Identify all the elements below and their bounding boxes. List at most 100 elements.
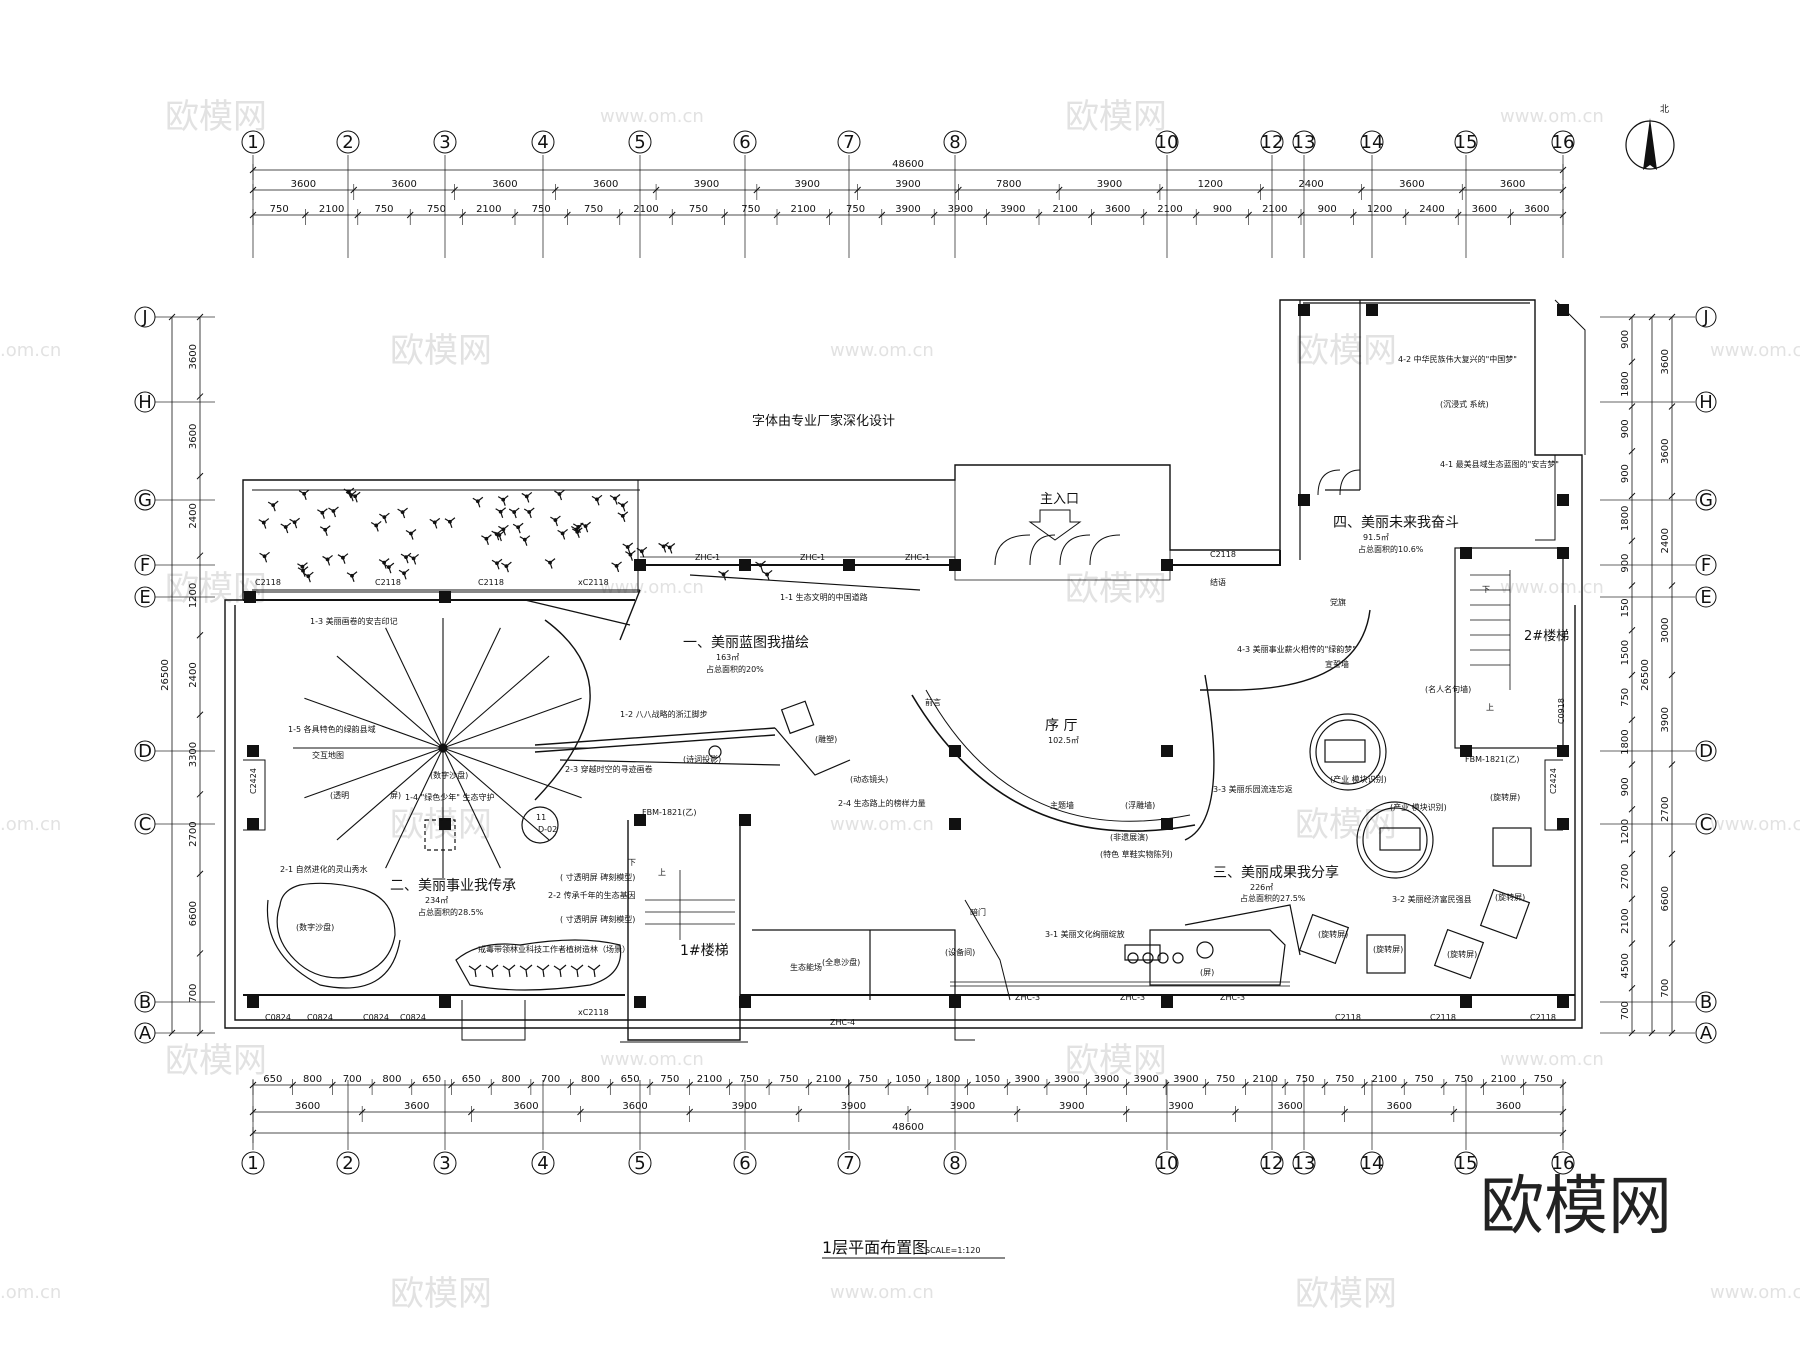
room3-name: 三、美丽成果我分享	[1213, 864, 1339, 881]
code-zhc3: ZHC-3	[1220, 993, 1245, 1002]
dim-right-b: 2700	[1620, 864, 1631, 889]
dim-left: 2700	[188, 821, 199, 846]
axis-bubble-10: 10	[1155, 130, 1179, 154]
dim-top-row1: 7800	[996, 179, 1021, 190]
column	[247, 818, 259, 830]
dim-top-row2: 3900	[1000, 204, 1025, 215]
column	[1557, 547, 1569, 559]
dim-bottom-row1: 700	[343, 1074, 362, 1085]
dim-top-row2: 1200	[1367, 204, 1392, 215]
axis-label: J	[141, 307, 147, 328]
label-screen-3: (屏)	[1200, 968, 1214, 977]
label-preface: 前言	[925, 697, 941, 707]
axis-bubble-F: F	[1695, 554, 1717, 576]
axis-bubble-13: 13	[1292, 1151, 1316, 1175]
axis-label: 16	[1552, 1153, 1575, 1174]
dim-bottom-row1: 800	[303, 1074, 322, 1085]
column	[1161, 818, 1173, 830]
label-rotating-e: (旋转屏)	[1447, 949, 1477, 959]
plant-mark	[587, 964, 601, 978]
dim-top-row1: 3900	[895, 179, 920, 190]
plant-mark	[491, 529, 503, 541]
label-detail-num: 11	[536, 813, 546, 822]
code-c0918: C0918	[1557, 698, 1566, 724]
axis-bubble-D: D	[1695, 740, 1717, 762]
label-4-1: 4-1 最美县域生态蓝图的"安吉梦"	[1440, 459, 1559, 469]
label-3-1: 3-1 美丽文化绚丽绽放	[1045, 929, 1125, 939]
label-dynamic-lens: (动态镜头)	[850, 774, 888, 784]
watermark: www.om.cn	[600, 577, 704, 598]
dim-bottom-row1: 650	[263, 1074, 282, 1085]
dim-bottom-row2: 3600	[513, 1101, 538, 1112]
axis-label: 8	[949, 132, 960, 153]
plant-mark	[379, 512, 390, 524]
column	[247, 996, 259, 1008]
label-party-flag: 党旗	[1330, 597, 1346, 607]
label-interactive-map: 交互地图	[312, 750, 344, 760]
drawing-title: 1层平面布置图 SCALE=1:120	[822, 1238, 1005, 1259]
plant-mark	[258, 518, 270, 529]
dim-right-b: 900	[1620, 330, 1631, 349]
entrance-doors	[994, 469, 1361, 566]
axis-bubble-4: 4	[531, 130, 555, 154]
axis-label: B	[1700, 992, 1712, 1013]
dim-right-a: 3000	[1660, 618, 1671, 643]
exhibit-labels: 1-1 生态文明的中国道路 1-2 八八战略的浙江脚步 1-3 美丽画卷的安吉印…	[280, 354, 1559, 977]
hall-name: 序 厅	[1045, 718, 1077, 734]
code-c2118: C2118	[478, 578, 504, 587]
dim-bottom-row1: 3900	[1014, 1074, 1039, 1085]
axis-bubble-6: 6	[733, 1151, 757, 1175]
label-4-2: 4-2 中华民族伟大复兴的"中国梦"	[1398, 354, 1517, 364]
dim-bottom-row2: 3600	[1496, 1101, 1521, 1112]
watermark: 欧模网	[165, 97, 267, 137]
dim-bottom-row1: 2100	[1372, 1074, 1397, 1085]
label-4-3: 4-3 美丽事业薪火相传的"绿韵梦"	[1237, 644, 1356, 654]
plant-mark	[405, 529, 417, 540]
dim-top-row2: 2100	[1157, 204, 1182, 215]
dim-bottom-row1: 2100	[1253, 1074, 1278, 1085]
watermark: www.om.cn	[830, 814, 934, 835]
dim-right-a: 6600	[1660, 886, 1671, 911]
dim-right-b: 900	[1620, 419, 1631, 438]
code-c2118: C2118	[1335, 1013, 1361, 1022]
watermark: 欧模网	[1065, 97, 1167, 137]
dim-top-row2: 3900	[948, 204, 973, 215]
dim-top-row1: 1200	[1198, 179, 1223, 190]
axis-bubble-5: 5	[628, 130, 652, 154]
axis-bubble-3: 3	[433, 130, 457, 154]
room2-name: 二、美丽事业我传承	[390, 878, 516, 894]
dim-bottom-row1: 750	[1415, 1074, 1434, 1085]
plant-mark	[328, 506, 339, 518]
axis-bubble-14: 14	[1360, 1151, 1384, 1175]
dim-right-b: 1800	[1620, 729, 1631, 754]
dim-right-b: 2100	[1620, 908, 1631, 933]
axis-label: 5	[634, 132, 645, 153]
north-arrow: 北	[1625, 104, 1675, 170]
dim-bottom-row2: 3900	[732, 1101, 757, 1112]
axis-label: 6	[739, 1153, 750, 1174]
dim-top-row1: 3600	[291, 179, 316, 190]
dim-bottom-row1: 650	[422, 1074, 441, 1085]
axis-grid	[155, 155, 1695, 1150]
label-quote-wall: (名人名句墙)	[1425, 684, 1471, 694]
plant-mark	[512, 522, 524, 534]
label-rotating-a: (旋转屏)	[1490, 792, 1520, 802]
code-zhc1: ZHC-1	[800, 553, 825, 562]
column	[634, 814, 646, 826]
label-equipment-room: (设备间)	[945, 947, 975, 957]
dim-bottom-row1: 1800	[935, 1074, 960, 1085]
column	[949, 996, 961, 1008]
axis-label: H	[1699, 392, 1713, 413]
axis-label: A	[139, 1023, 152, 1044]
plant-mark	[485, 964, 499, 978]
label-immersive: (沉浸式 系统)	[1440, 399, 1489, 409]
label-3-2: 3-2 美丽经济富民强县	[1392, 894, 1472, 904]
plant-mark	[298, 489, 310, 500]
column	[1460, 996, 1472, 1008]
stair-treads	[645, 570, 1511, 940]
dim-left: 3600	[188, 344, 199, 369]
dim-bottom-row1: 2100	[697, 1074, 722, 1085]
plant-mark	[498, 524, 509, 536]
column	[739, 996, 751, 1008]
dim-top-row2: 2100	[633, 204, 658, 215]
